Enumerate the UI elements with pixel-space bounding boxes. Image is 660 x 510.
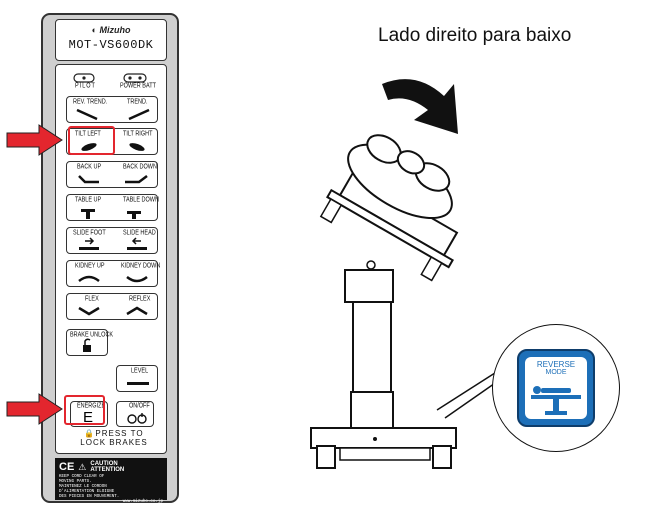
press-to-text: PRESS TO [95,429,144,438]
table-height-button-pair[interactable]: TABLE UP TABLE DOWN [66,194,159,221]
flex-icons [78,306,148,316]
power-batt-indicator: POWER BATT [116,73,156,90]
rotation-arrow-icon [382,79,458,134]
trend-label: TREND. [127,98,148,106]
table-icons [81,209,141,219]
model-name: MOT-VS600DK [68,38,154,52]
brake-unlock-label: BRAKE UNLOCK [70,331,114,339]
battery-lamp-icon [123,73,147,83]
energize-letter: E [83,409,94,426]
red-arrow-icon [6,124,63,156]
slide-icons [79,237,147,250]
caution-url: www.mizuho.co.jp [122,500,163,504]
back-down-label: BACK DOWN [123,163,157,171]
caution-line: D'ALIMENTATION ELOIGNE [59,490,115,494]
kidney-up-label: KIDNEY UP [75,262,105,270]
rev-trend-label: REV. TREND. [73,98,108,106]
level-icon [127,382,149,385]
red-arrow-icon [6,393,63,425]
flex-button-pair[interactable]: FLEX REFLEX [66,293,158,320]
slide-foot-label: SLIDE FOOT [73,229,106,237]
caution-line: MAINTENEZ LE CORDON [59,485,107,489]
caution-line: DES PIECES EN MOUVEMENT. [59,495,120,499]
trend-icons [76,108,150,121]
tilt-right-label: TILT RIGHT [123,130,153,138]
caution-line: MOVING PARTS. [59,480,92,484]
caution-title: CAUTION [90,461,118,467]
brand-logo: ◐ Mizuho [91,25,131,35]
warning-icon: ⚠ [78,461,87,472]
power-icon [127,413,147,424]
energize-label: ENERGIZE [77,402,106,410]
level-label: LEVEL [131,367,149,375]
kidney-down-label: KIDNEY DOWN [121,262,161,270]
caution-line: KEEP CORD CLEAR OF [59,475,105,479]
hand-pendant: ◐ Mizuho MOT-VS600DK PILOT POWER BATT RE… [41,13,179,504]
slide-button-pair[interactable]: SLIDE FOOT SLIDE HEAD [66,227,158,254]
patient-table-icon [531,386,581,415]
unlock-icon [83,338,91,352]
kidney-button-pair[interactable]: KIDNEY UP KIDNEY DOWN [66,260,161,287]
level-button[interactable]: LEVEL [116,365,158,392]
table-up-label: TABLE UP [75,196,102,204]
button-panel: PILOT POWER BATT REV. TREND. TREND. TILT… [55,64,167,454]
table-down-label: TABLE DOWN [123,196,159,204]
caution-text: KEEP CORD CLEAR OF MOVING PARTS. MAINTEN… [59,475,163,505]
back-icons [78,175,148,184]
slide-head-label: SLIDE HEAD [123,229,156,237]
brake-unlock-button[interactable]: BRAKE UNLOCK [66,329,113,356]
back-button-pair[interactable]: BACK UP BACK DOWN [66,161,158,188]
reverse-mode-panel: REVERSE MODE [517,349,595,427]
lock-brakes-text: LOCK BRAKES [80,438,148,447]
tilt-icons [81,143,145,151]
tilt-left-label: TILT LEFT [75,130,101,138]
on-off-button[interactable]: ON/OFF [116,401,154,427]
trend-button-pair[interactable]: REV. TREND. TREND. [66,96,158,123]
kidney-icons [78,275,148,283]
pilot-lamp-icon [73,73,95,83]
flex-label: FLEX [85,295,99,303]
lock-icon: 🔒 [84,429,96,438]
pilot-label: PILOT [75,82,96,90]
on-off-label: ON/OFF [129,402,150,410]
reverse-label: REVERSE [536,360,576,369]
instruction-caption: Lado direito para baixo [378,25,572,46]
caution-label: CE ⚠ CAUTION ATTENTION KEEP CORD CLEAR O… [55,458,167,504]
brand-name: Mizuho [99,25,131,35]
mode-label: MODE [545,369,567,376]
tilt-left-highlight [68,126,115,155]
energize-button[interactable]: ENERGIZE E [70,401,108,427]
operating-table-illustration [310,134,459,469]
energize-highlight [64,395,105,425]
ce-mark: CE [59,461,75,473]
reverse-mode-badge: REVERSE MODE [492,324,620,452]
reflex-label: REFLEX [129,295,151,303]
power-batt-label: POWER BATT [120,82,156,90]
caution-subtitle: ATTENTION [90,467,125,473]
pendant-label: ◐ Mizuho MOT-VS600DK [55,19,167,61]
back-up-label: BACK UP [77,163,102,171]
lock-brakes-note: 🔒PRESS TO LOCK BRAKES [66,429,162,447]
reverse-mode-text-box: REVERSE MODE [525,357,587,419]
pilot-indicator: PILOT [70,73,98,90]
